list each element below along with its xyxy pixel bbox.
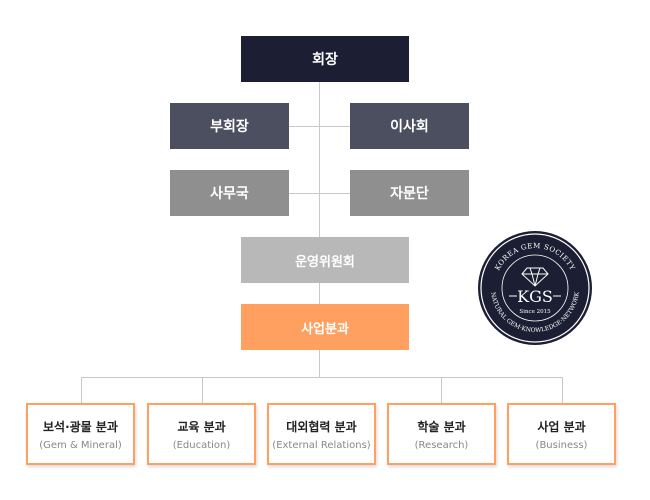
connector-divisions <box>81 377 562 378</box>
division-box: 교육 분과 (Education) <box>147 403 256 465</box>
connector-trunk <box>319 82 320 377</box>
division-english: (External Relations) <box>272 439 371 451</box>
connector-row2 <box>289 193 350 194</box>
board-box: 이사회 <box>350 103 469 149</box>
steering-committee-box: 운영위원회 <box>241 237 409 283</box>
division-name: 보석·광물 분과 <box>43 419 118 434</box>
division-box: 대외협력 분과 (External Relations) <box>267 403 376 465</box>
division-english: (Gem & Mineral) <box>39 439 122 451</box>
division-name: 대외협력 분과 <box>286 419 357 434</box>
division-box: 보석·광물 분과 (Gem & Mineral) <box>26 403 135 465</box>
division-name: 교육 분과 <box>177 419 226 434</box>
division-name: 학술 분과 <box>417 419 466 434</box>
connector-drop <box>441 377 442 403</box>
division-box: 사업 분과 (Business) <box>507 403 616 465</box>
connector-drop <box>81 377 82 403</box>
diamond-icon <box>521 267 549 287</box>
connector-row1 <box>289 126 350 127</box>
connector-drop <box>562 377 563 403</box>
division-english: (Education) <box>172 439 231 451</box>
logo-name: KGS <box>517 287 553 306</box>
division-name: 사업 분과 <box>537 419 586 434</box>
business-division-box: 사업분과 <box>241 304 409 350</box>
division-english: (Research) <box>414 439 469 451</box>
chairman-box: 회장 <box>241 36 409 82</box>
division-english: (Business) <box>535 439 588 451</box>
kgs-seal-logo: KOREA GEM SOCIETY NATURAL GEM·KNOWLEDGE·… <box>478 231 592 345</box>
advisory-box: 자문단 <box>350 170 469 216</box>
logo-since: Since 2015 <box>519 309 551 315</box>
division-box: 학술 분과 (Research) <box>387 403 496 465</box>
vice-chairman-box: 부회장 <box>170 103 289 149</box>
connector-drop <box>202 377 203 403</box>
secretariat-box: 사무국 <box>170 170 289 216</box>
